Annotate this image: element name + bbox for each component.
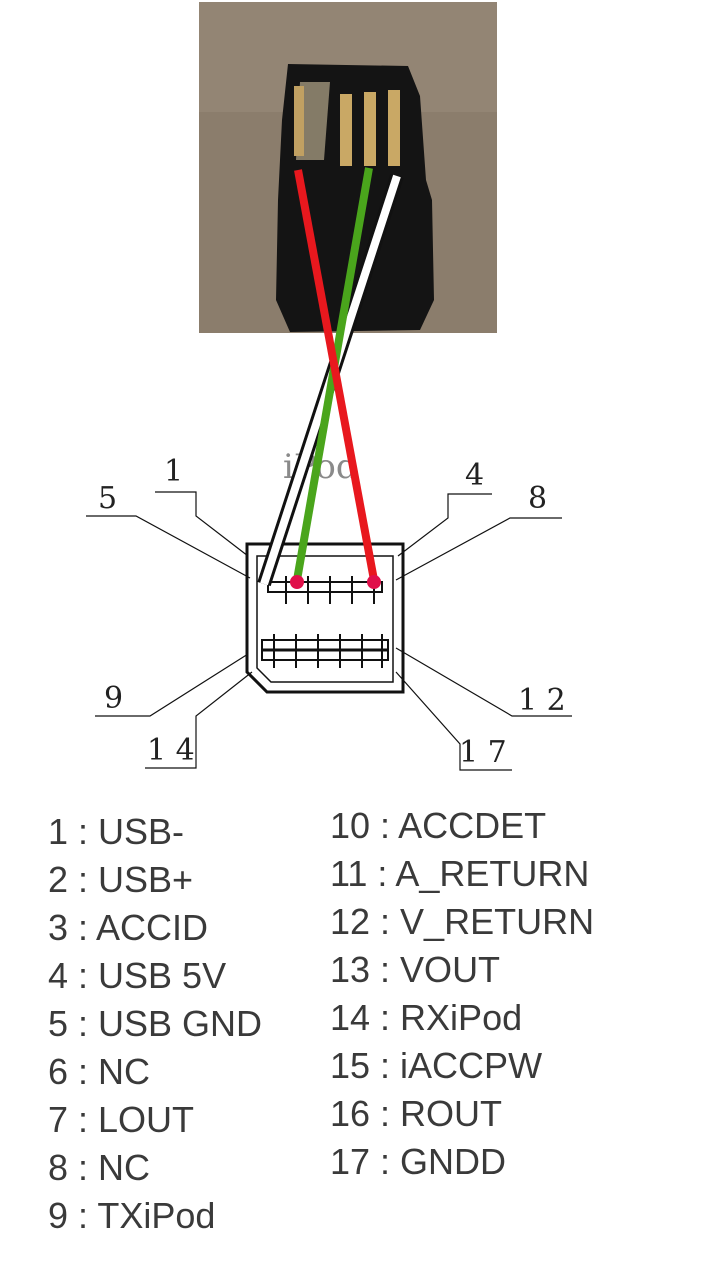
- pin-label: 8 : NC: [48, 1147, 151, 1188]
- pin-label: 13 : VOUT: [330, 949, 501, 990]
- pinout-list-left: 1 : USB- 2 : USB+ 3 : ACCID 4 : USB 5V 5…: [48, 808, 262, 1240]
- callout-17: 1 7: [459, 735, 507, 770]
- wire-red: [294, 169, 378, 581]
- pin-label: 3 : ACCID: [48, 907, 209, 948]
- pin-label: 9 : TXiPod: [48, 1195, 216, 1236]
- wire-dot-green: [290, 575, 304, 589]
- connector-photo: [199, 2, 497, 333]
- pin-label: 17 : GNDD: [330, 1141, 507, 1182]
- pin-label: 15 : iACCPW: [330, 1045, 543, 1086]
- pin-label: 4 : USB 5V: [48, 955, 227, 996]
- pinout-list-right: 10 : ACCDET 11 : A_RETURN 12 : V_RETURN …: [330, 802, 594, 1186]
- pin-label: 2 : USB+: [48, 859, 194, 900]
- pin-label: 12 : V_RETURN: [330, 901, 595, 942]
- connector-drawing: [86, 491, 572, 771]
- callout-14: 1 4: [147, 733, 195, 768]
- wires: [257, 167, 404, 589]
- pin-label: 11 : A_RETURN: [330, 853, 590, 894]
- callout-1: 1: [164, 454, 183, 489]
- callout-12: 1 2: [518, 683, 566, 718]
- pin-label: 14 : RXiPod: [330, 997, 523, 1038]
- pin-label: 5 : USB GND: [48, 1003, 263, 1044]
- pin-label: 10 : ACCDET: [330, 805, 547, 846]
- wire-dot-red: [367, 575, 381, 589]
- pin-label: 6 : NC: [48, 1051, 151, 1092]
- callout-8: 8: [528, 481, 547, 516]
- pin-label: 16 : ROUT: [330, 1093, 503, 1134]
- callout-9: 9: [104, 681, 123, 716]
- callout-5: 5: [98, 481, 117, 516]
- callout-4: 4: [465, 458, 484, 493]
- pin-label: 1 : USB-: [48, 811, 185, 852]
- pin-label: 7 : LOUT: [48, 1099, 195, 1140]
- connector-diagram: 1 5 4 8 9 1 4 1 2 1 7 iPod: [86, 2, 572, 771]
